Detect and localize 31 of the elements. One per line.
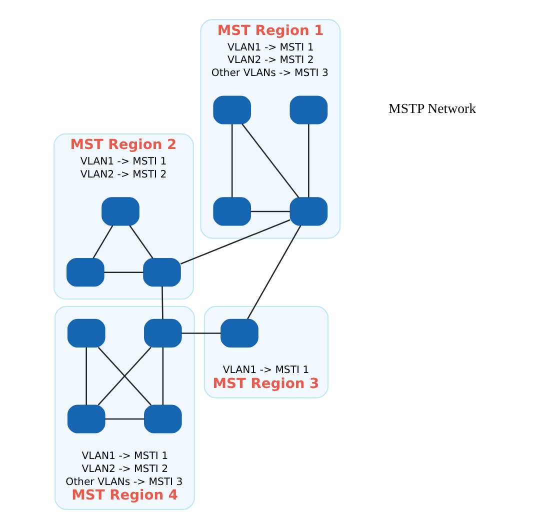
node-box	[213, 96, 252, 124]
node-box	[67, 318, 106, 348]
connector	[308, 124, 310, 198]
label: MSTP Network	[388, 101, 476, 116]
connector	[180, 219, 290, 264]
connector	[162, 286, 164, 320]
connector	[92, 225, 114, 259]
node-box	[67, 404, 106, 434]
connector	[162, 347, 164, 406]
cluster: MST Region 1 VLAN1 -> MSTI 1 VLAN2 -> MSTI 2 Other VLANs -> MSTI 3	[200, 19, 341, 239]
cluster: MST Region 2 VLAN1 -> MSTI 1 VLAN2 -> MSTI 2	[54, 133, 194, 300]
node-box	[290, 96, 328, 124]
node-box	[144, 404, 182, 434]
node-box	[102, 197, 140, 226]
connector	[86, 347, 87, 406]
node-box	[213, 197, 252, 226]
cluster: VLAN1 -> MSTI 1 VLAN2 -> MSTI 2 Other VLANs -> MSTI 3 MST Region 4	[54, 306, 195, 510]
node-box	[143, 258, 181, 287]
connector	[181, 332, 221, 334]
node-box	[220, 318, 258, 348]
connector	[104, 272, 144, 273]
connector	[250, 210, 290, 212]
connector	[231, 124, 233, 198]
connector	[129, 225, 154, 259]
cluster: VLAN1 -> MSTI 1 MST Region 3	[204, 306, 329, 398]
connector	[242, 124, 300, 198]
node-box	[66, 258, 104, 287]
connector	[246, 225, 302, 320]
node-box	[144, 318, 182, 348]
connector	[104, 418, 144, 420]
node-box	[290, 197, 328, 226]
